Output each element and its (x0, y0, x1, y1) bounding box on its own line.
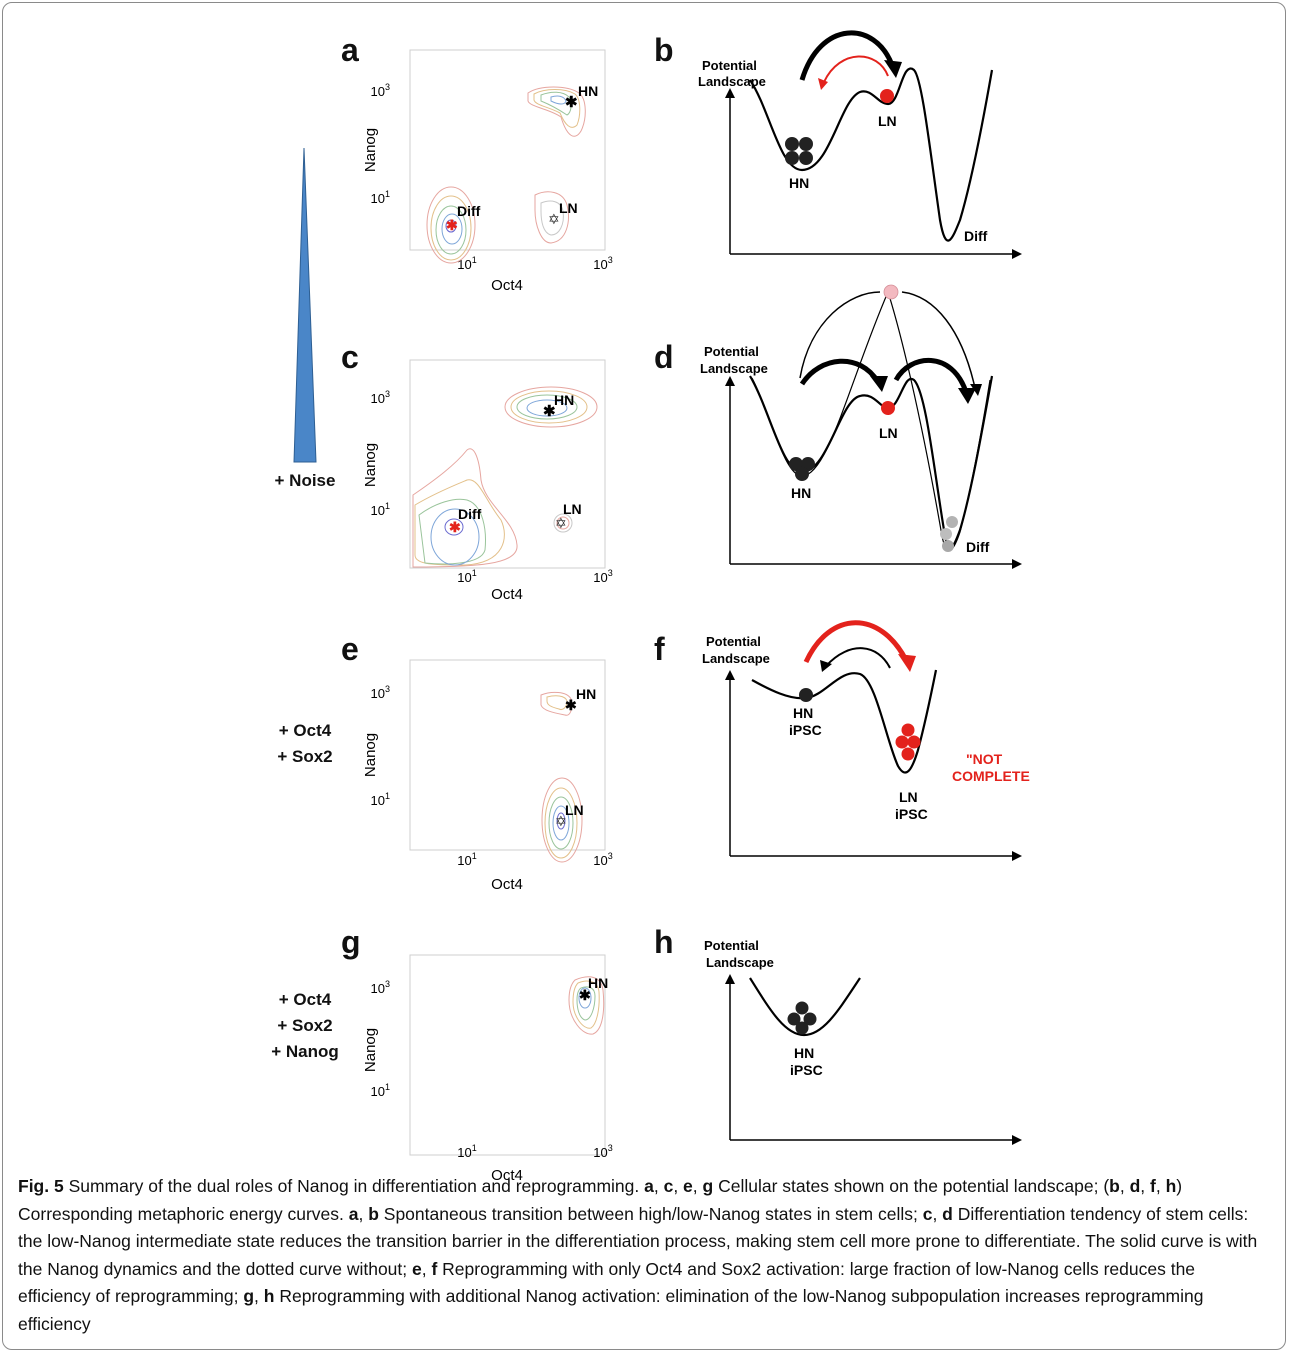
svg-text:103: 103 (593, 851, 612, 868)
svg-text:Landscape: Landscape (706, 955, 774, 970)
star-hn-g: ✱ (579, 987, 591, 1003)
star-diff-a: ✱ (446, 217, 458, 233)
svg-text:HN: HN (791, 485, 811, 501)
svg-text:Potential: Potential (702, 58, 757, 73)
diff-cells-d (940, 516, 958, 552)
svg-text:HN: HN (789, 175, 809, 191)
svg-text:103: 103 (593, 255, 612, 272)
star-ln-a: ✡ (548, 211, 560, 227)
svg-text:101: 101 (371, 1082, 390, 1099)
svg-text:LN: LN (879, 425, 898, 441)
panel-label-d: d (654, 339, 674, 375)
svg-text:Nanog: Nanog (362, 1028, 379, 1072)
svg-text:Potential: Potential (706, 634, 761, 649)
panel-label-f: f (654, 631, 665, 667)
svg-text:103: 103 (593, 568, 612, 585)
ylabel-a: Nanog (362, 128, 379, 172)
landscape-f: Potential Landscape HN iPSC LN iPSC "NOT… (702, 620, 1030, 861)
svg-text:101: 101 (371, 791, 390, 808)
svg-text:Landscape: Landscape (702, 651, 770, 666)
star-hn-e: ✱ (565, 697, 577, 713)
contour-plot-a: 103 101 101 103 Oct4 Nanog ✱ HN ✱ Diff ✡… (362, 49, 613, 294)
svg-text:Nanog: Nanog (362, 443, 379, 487)
panel-label-b: b (654, 32, 674, 68)
svg-text:Oct4: Oct4 (491, 876, 523, 893)
ln-cells-f (895, 723, 921, 761)
svg-text:101: 101 (371, 501, 390, 518)
panel-label-h: h (654, 924, 674, 960)
svg-text:Landscape: Landscape (700, 361, 768, 376)
hn-cells-h (787, 1001, 817, 1035)
svg-text:LN: LN (899, 789, 918, 805)
svg-text:101: 101 (457, 1143, 476, 1160)
landscape-b: Potential Landscape HN LN Diff (698, 30, 1022, 259)
star-hn-c: ✱ (543, 403, 556, 420)
not-complete-label-2: COMPLETE" (952, 768, 1030, 784)
contour-plot-e: 103 101 101 103 Oct4 Nanog ✱ HN ✡ LN (362, 659, 613, 893)
condition-oct4: + Oct4 (278, 721, 332, 740)
star-ln-c: ✡ (555, 515, 567, 531)
svg-text:103: 103 (371, 979, 390, 996)
panel-label-a: a (341, 32, 359, 68)
noise-gradient-triangle (293, 147, 317, 463)
svg-text:HN: HN (588, 975, 608, 991)
not-complete-label: "NOT (966, 751, 1003, 767)
svg-text:Oct4: Oct4 (491, 586, 523, 603)
svg-text:HN: HN (554, 392, 574, 408)
condition-sox2-g: + Sox2 (277, 1016, 333, 1035)
svg-text:Potential: Potential (704, 938, 759, 953)
svg-text:101: 101 (457, 255, 476, 272)
star-ln-e: ✡ (555, 813, 567, 829)
svg-text:Landscape: Landscape (698, 74, 766, 89)
svg-text:HN: HN (793, 705, 813, 721)
svg-text:103: 103 (371, 82, 390, 99)
state-hn-a: HN (578, 83, 598, 99)
svg-text:LN: LN (878, 113, 897, 129)
svg-text:HN: HN (794, 1045, 814, 1061)
svg-text:iPSC: iPSC (895, 806, 928, 822)
svg-text:103: 103 (371, 684, 390, 701)
svg-text:103: 103 (593, 1143, 612, 1160)
svg-text:Diff: Diff (966, 539, 990, 555)
svg-text:101: 101 (457, 851, 476, 868)
svg-text:Potential: Potential (704, 344, 759, 359)
svg-text:103: 103 (371, 389, 390, 406)
condition-noise: + Noise (274, 471, 336, 490)
svg-text:LN: LN (563, 501, 582, 517)
landscape-d: Potential Landscape HN LN Diff (700, 284, 1022, 569)
svg-text:Nanog: Nanog (362, 733, 379, 777)
star-diff-c: ✱ (449, 519, 461, 535)
star-hn-a: ✱ (565, 94, 578, 111)
hn-cells-b (785, 137, 813, 165)
svg-text:101: 101 (371, 189, 390, 206)
panel-label-c: c (341, 339, 359, 375)
state-ln-a: LN (559, 200, 578, 216)
landscape-h: Potential Landscape HN iPSC (704, 938, 1022, 1145)
svg-text:Oct4: Oct4 (491, 1167, 523, 1184)
contour-plot-c: 103 101 101 103 Oct4 Nanog ✱ HN ✱ Diff ✡… (362, 359, 613, 603)
contour-plot-g: 103 101 101 103 Oct4 Nanog ✱ HN (362, 954, 613, 1184)
condition-oct4-g: + Oct4 (278, 990, 332, 1009)
hn-cells-d (789, 457, 815, 481)
state-diff-a: Diff (457, 203, 481, 219)
panel-label-g: g (341, 924, 361, 960)
condition-nanog: + Nanog (271, 1042, 339, 1061)
condition-sox2: + Sox2 (277, 747, 333, 766)
figure-caption: Fig. 5 Summary of the dual roles of Nano… (18, 1176, 1258, 1334)
panel-label-e: e (341, 631, 359, 667)
svg-text:iPSC: iPSC (790, 1062, 823, 1078)
xlabel-a: Oct4 (491, 277, 523, 294)
svg-text:101: 101 (457, 568, 476, 585)
svg-text:HN: HN (576, 686, 596, 702)
svg-text:Diff: Diff (964, 228, 988, 244)
svg-text:Diff: Diff (458, 506, 482, 522)
svg-text:iPSC: iPSC (789, 722, 822, 738)
svg-text:LN: LN (565, 802, 584, 818)
